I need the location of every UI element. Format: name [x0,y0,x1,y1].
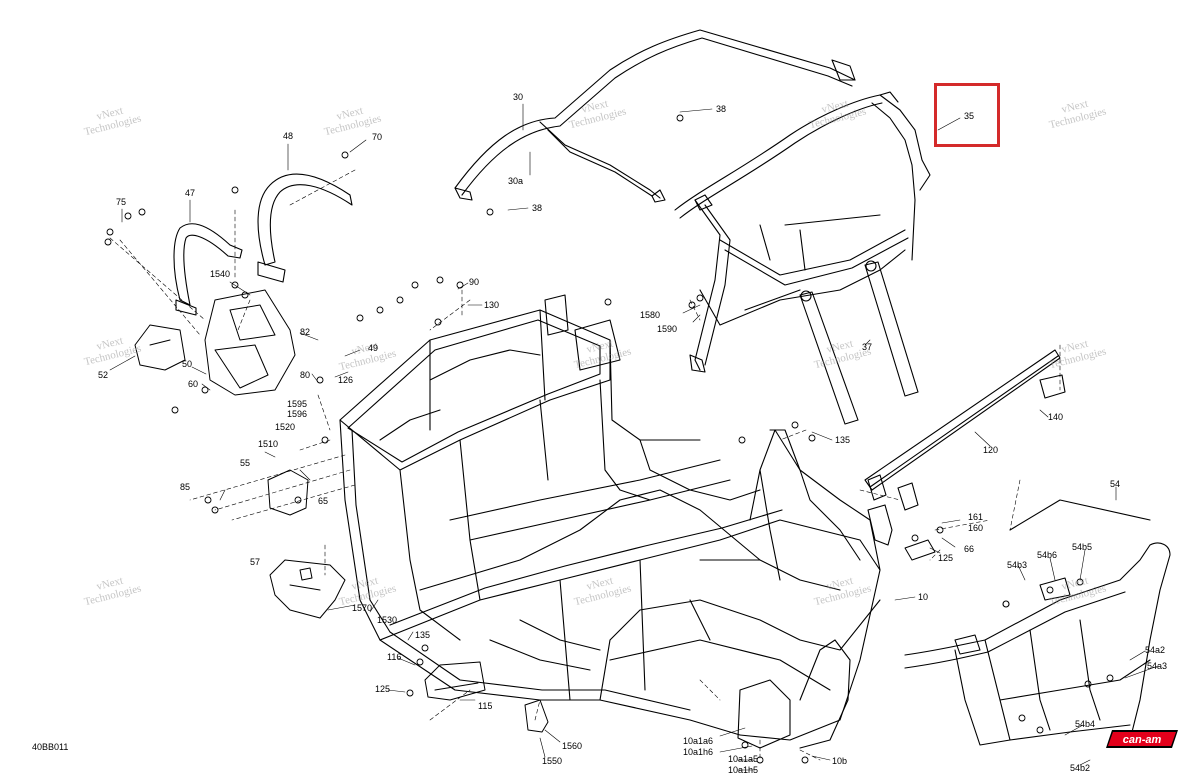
roll-cage [454,29,931,373]
highlight-box [934,83,1000,147]
callout-125[interactable]: 125 [938,553,954,563]
callout-1595[interactable]: 1595 [287,399,308,409]
callout-49[interactable]: 49 [368,343,379,353]
main-frame [339,294,881,749]
right-rail [864,349,1066,546]
callout-135[interactable]: 135 [415,630,431,640]
grab-handles [173,173,353,316]
callout-54b2[interactable]: 54b2 [1070,763,1091,773]
left-brackets [134,289,346,619]
callout-47[interactable]: 47 [185,188,196,198]
callout-161[interactable]: 161 [968,512,984,522]
callout-1580[interactable]: 1580 [640,310,661,320]
callout-65[interactable]: 65 [318,496,329,506]
callout-120[interactable]: 120 [983,445,999,455]
callout-126[interactable]: 126 [338,375,354,385]
callout-52[interactable]: 52 [98,370,109,380]
callout-54a3[interactable]: 54a3 [1147,661,1168,671]
callout-54b3[interactable]: 54b3 [1007,560,1028,570]
callout-54a2[interactable]: 54a2 [1145,645,1166,655]
callout-66[interactable]: 66 [964,544,975,554]
callout-38[interactable]: 38 [532,203,543,213]
callout-90[interactable]: 90 [469,277,480,287]
callout-37[interactable]: 37 [862,342,873,352]
front-bumper [904,499,1171,746]
callout-115[interactable]: 115 [478,701,493,711]
callout-160[interactable]: 160 [968,523,984,533]
callout-1596[interactable]: 1596 [287,409,308,419]
callout-1550[interactable]: 1550 [542,756,563,766]
callout-1560[interactable]: 1560 [562,741,583,751]
svg-text:can-am: can-am [1123,734,1162,746]
callout-54b4[interactable]: 54b4 [1075,719,1096,729]
callout-70[interactable]: 70 [372,132,383,142]
callout-130[interactable]: 130 [484,300,500,310]
callout-30a[interactable]: 30a [508,176,524,186]
callout-1520[interactable]: 1520 [275,422,296,432]
callout-54b6[interactable]: 54b6 [1037,550,1058,560]
callout-30[interactable]: 30 [513,92,524,102]
struts [799,260,919,425]
callout-54[interactable]: 54 [1110,479,1121,489]
callout-1510[interactable]: 1510 [258,439,279,449]
callout-48[interactable]: 48 [283,131,294,141]
callout-116[interactable]: 116 [387,652,402,662]
callout-1570[interactable]: 1570 [352,603,373,613]
callout-55[interactable]: 55 [240,458,251,468]
leader-lines [109,169,1061,761]
can-am-logo: can-am [1106,730,1178,748]
callout-80[interactable]: 80 [300,370,311,380]
callout-85[interactable]: 85 [180,482,191,492]
callout-10a1a5[interactable]: 10a1a5 [728,754,759,764]
callout-135[interactable]: 135 [835,435,851,445]
small-mounts [299,539,936,733]
callout-1540[interactable]: 1540 [210,269,231,279]
callout-10[interactable]: 10 [918,592,929,602]
callout-10a1h6[interactable]: 10a1h6 [683,747,714,757]
callout-57[interactable]: 57 [250,557,261,567]
callout-10a1a6[interactable]: 10a1a6 [683,736,714,746]
callout-1530[interactable]: 1530 [377,615,398,625]
callout-38[interactable]: 38 [716,104,727,114]
callout-140[interactable]: 140 [1048,412,1064,422]
callout-125[interactable]: 125 [375,684,391,694]
callout-60[interactable]: 60 [188,379,199,389]
callout-35[interactable]: 35 [964,111,975,121]
callout-75[interactable]: 75 [116,197,127,207]
callout-10a1h5[interactable]: 10a1h5 [728,765,759,775]
callout-leaders [109,103,1159,771]
callout-10b[interactable]: 10b [832,756,848,766]
callout-82[interactable]: 82 [300,327,311,337]
drawing-code: 40BB011 [32,742,69,752]
callout-54b5[interactable]: 54b5 [1072,542,1093,552]
callout-50[interactable]: 50 [182,359,193,369]
fasteners [104,114,1114,764]
callout-1590[interactable]: 1590 [657,324,678,334]
